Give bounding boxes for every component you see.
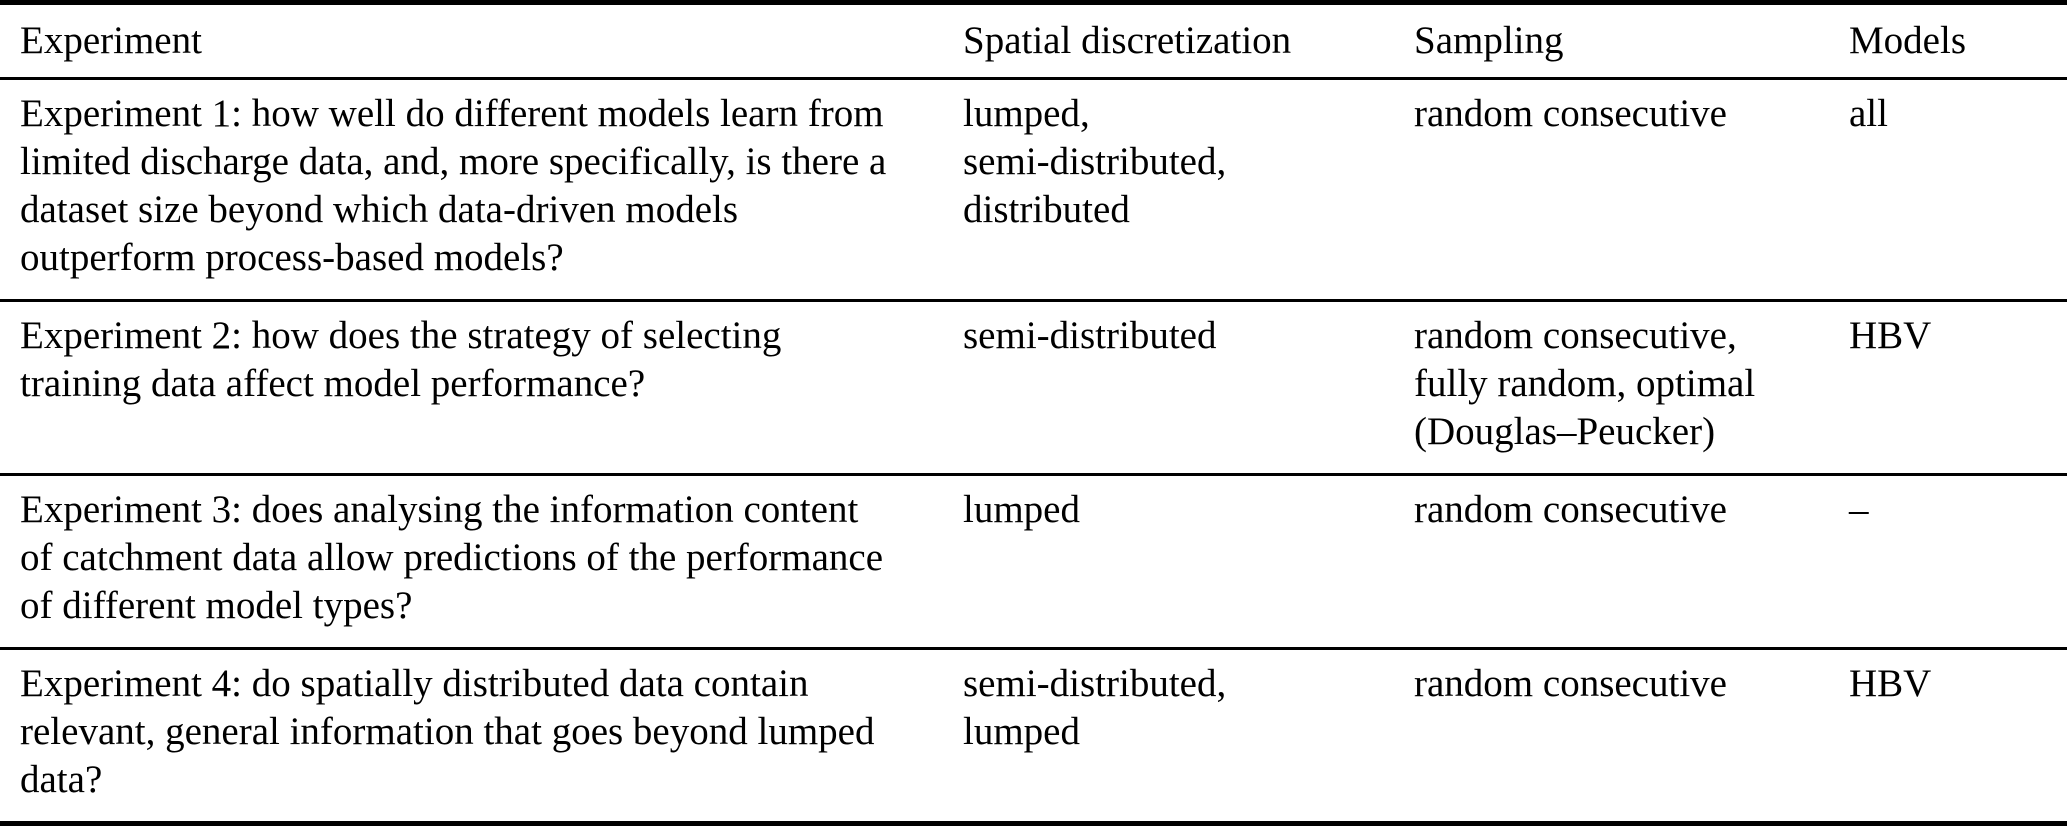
cell-experiment-4-sampling: random consecutive	[1414, 662, 1727, 705]
cell-experiment-1-sampling: random consecutive	[1414, 92, 1727, 135]
column-header-experiment: Experiment	[20, 19, 202, 62]
cell-experiment-3-sampling: random consecutive	[1414, 488, 1727, 531]
cell-experiment-3-models: –	[1849, 488, 1869, 531]
column-header-spatial-discretization: Spatial discretization	[963, 19, 1292, 62]
table-row-experiment-4: Experiment 4: do spatially distributed d…	[0, 649, 2067, 824]
cell-experiment-4-description: Experiment 4: do spatially distributed d…	[20, 662, 875, 801]
table-row-experiment-2: Experiment 2: how does the strategy of s…	[0, 301, 2067, 475]
cell-experiment-1-description: Experiment 1: how well do different mode…	[20, 92, 887, 279]
cell-experiment-3-spatial-discretization: lumped	[963, 488, 1080, 531]
table-row-experiment-3: Experiment 3: does analysing the informa…	[0, 475, 2067, 649]
cell-experiment-2-description: Experiment 2: how does the strategy of s…	[20, 314, 782, 405]
cell-experiment-3-description: Experiment 3: does analysing the informa…	[20, 488, 884, 627]
cell-experiment-2-models: HBV	[1849, 314, 1932, 357]
cell-experiment-4-models: HBV	[1849, 662, 1932, 705]
cell-experiment-2-spatial-discretization: semi-distributed	[963, 314, 1217, 357]
cell-experiment-1-models: all	[1849, 92, 1888, 135]
cell-experiment-2-sampling: random consecutive, fully random, optima…	[1414, 314, 1756, 453]
table-header-row: Experiment Spatial discretization Sampli…	[0, 3, 2067, 79]
cell-experiment-4-spatial-discretization: semi-distributed, lumped	[963, 662, 1227, 753]
column-header-sampling: Sampling	[1414, 19, 1564, 62]
cell-experiment-1-spatial-discretization: lumped, semi-distributed, distributed	[963, 92, 1227, 231]
table-row-experiment-1: Experiment 1: how well do different mode…	[0, 79, 2067, 301]
column-header-models: Models	[1849, 19, 1966, 62]
